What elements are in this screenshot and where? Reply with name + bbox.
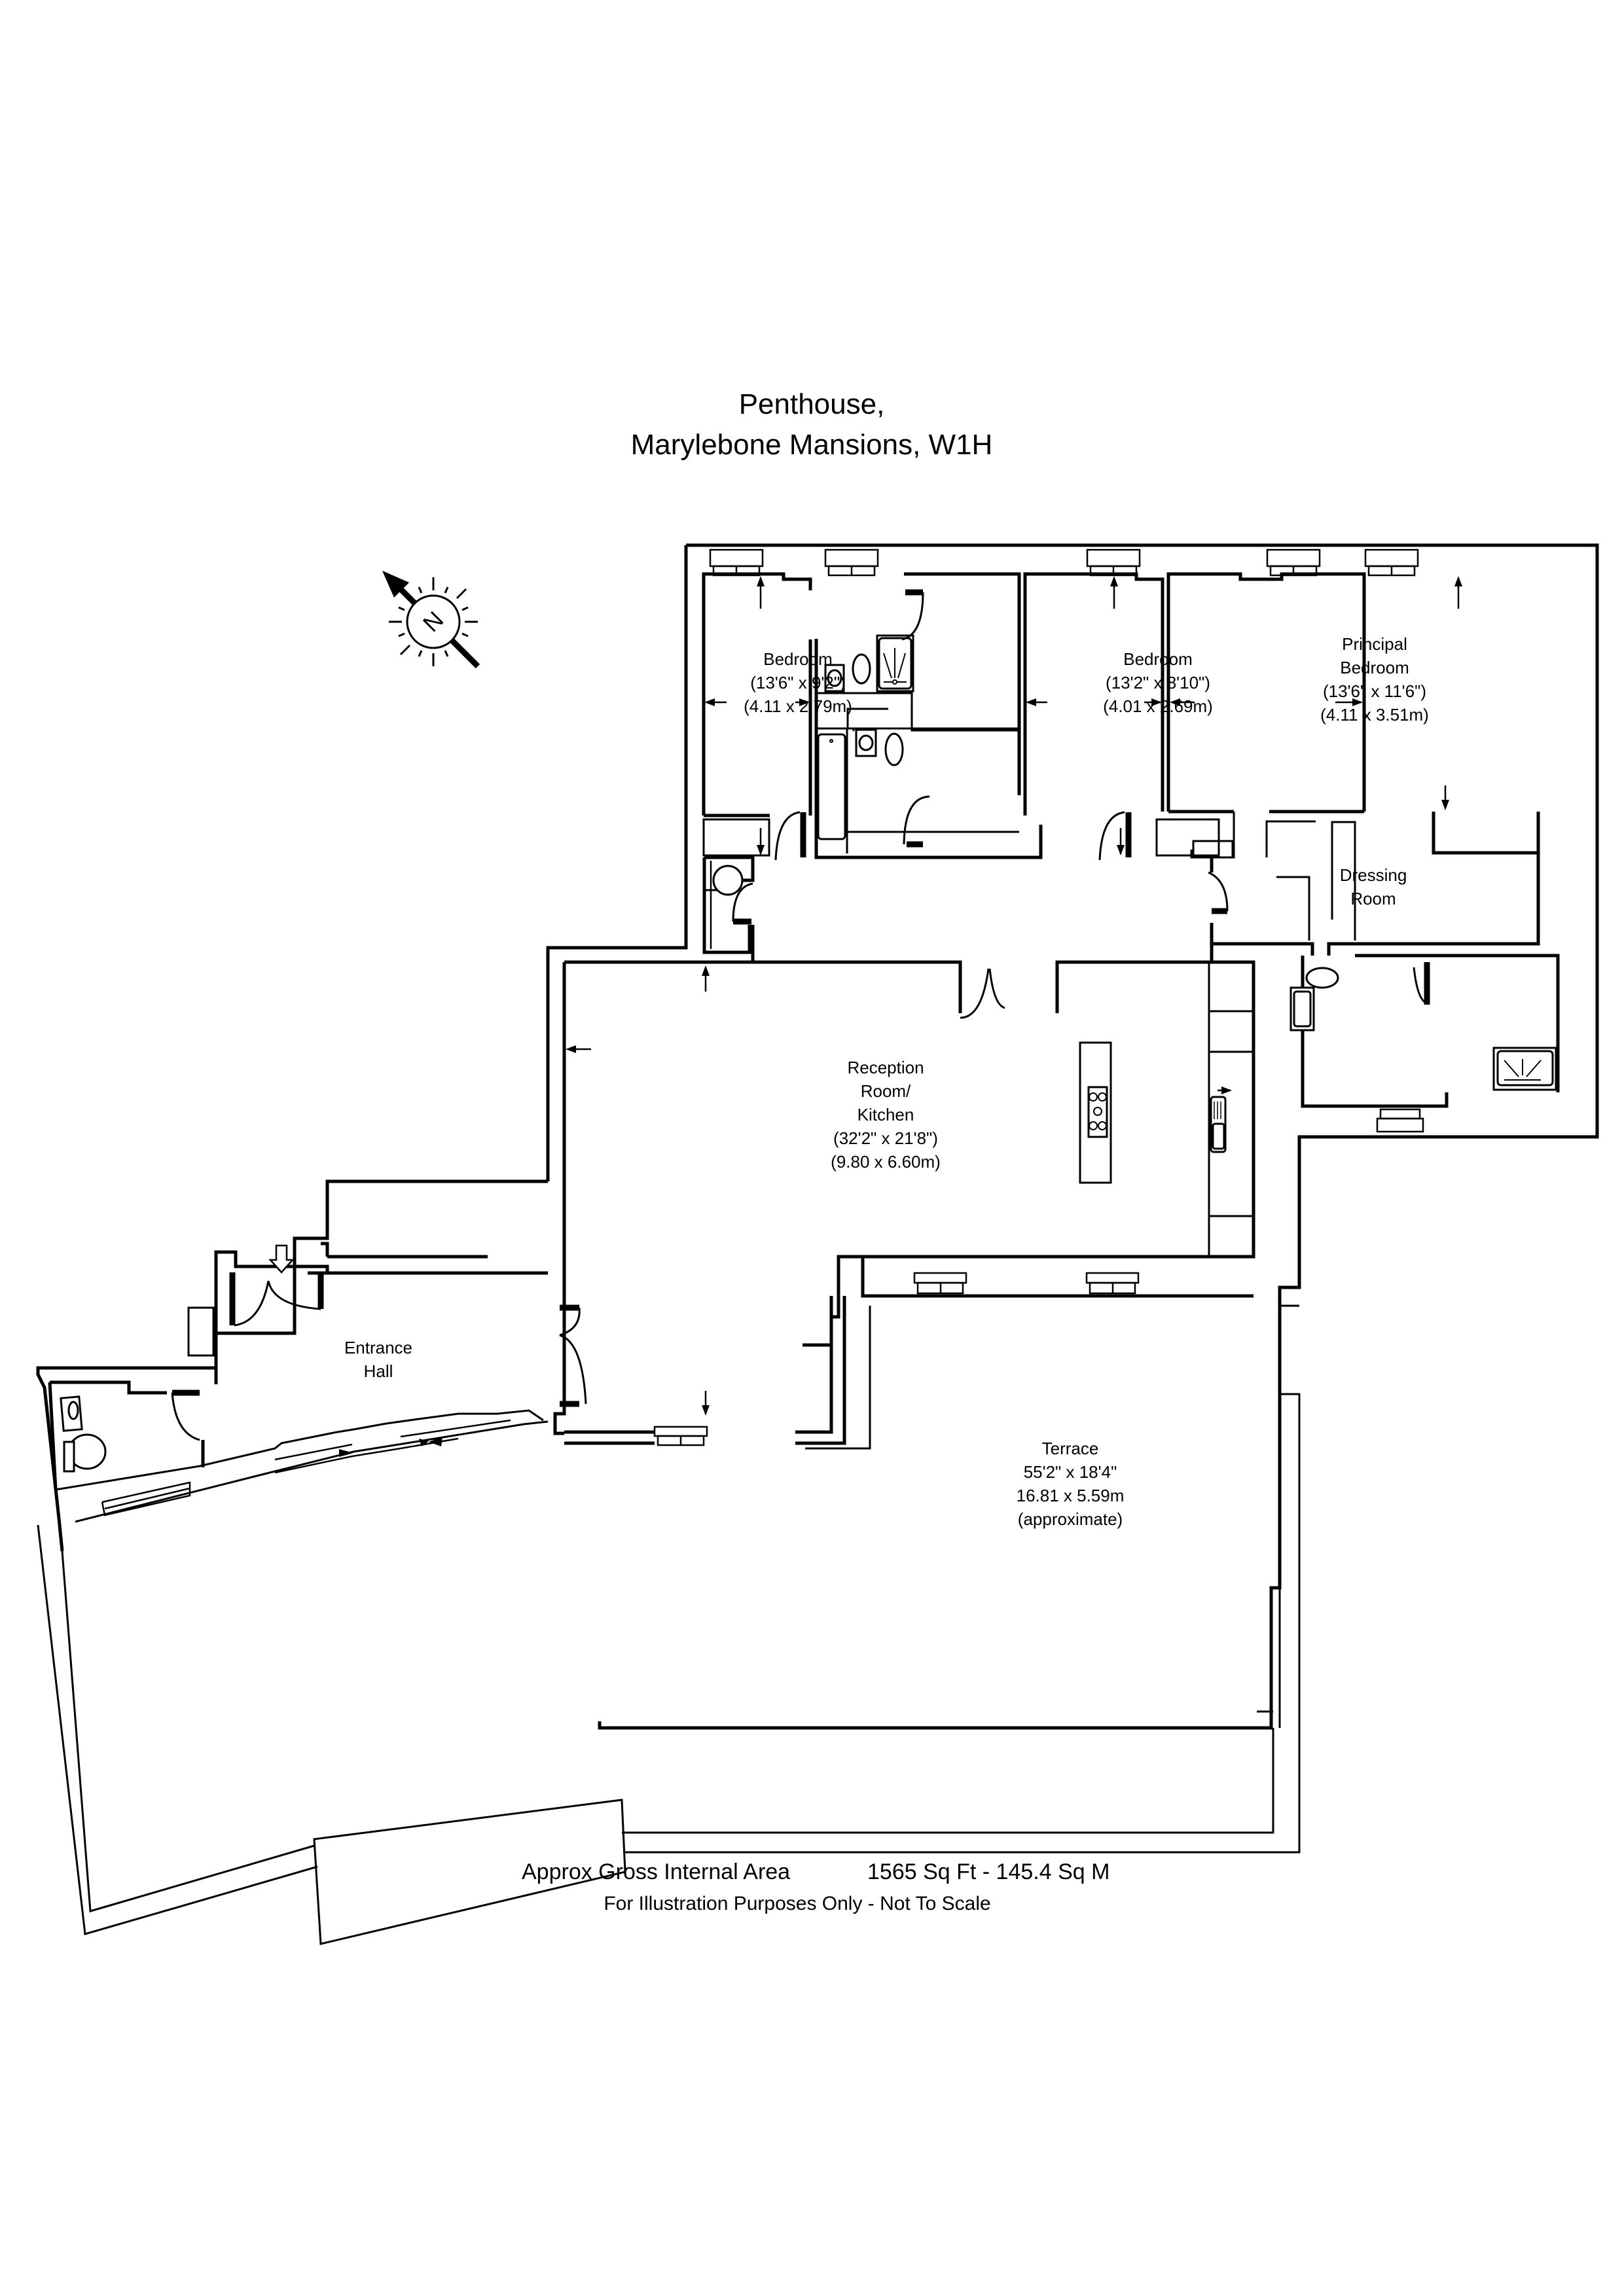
room-name-2: Hall <box>364 1361 393 1381</box>
label-reception: Reception Room/ Kitchen (32'2" x 21'8") … <box>831 1058 941 1172</box>
room-metric: (9.80 x 6.60m) <box>831 1152 941 1172</box>
room-metric: (4.01 x 2.69m) <box>1103 696 1213 716</box>
room-name-2: Room/ <box>861 1081 911 1101</box>
terrace-outline <box>37 1304 1301 1945</box>
entrance-arrow-icon <box>268 1244 295 1274</box>
title-line-1: Penthouse, <box>739 388 885 420</box>
room-imperial: (13'2" x 8'10") <box>1106 673 1210 692</box>
toilet-icon <box>852 653 871 685</box>
double-door-reception <box>960 968 1005 1019</box>
area-value: 1565 Sq Ft - 145.4 Sq M <box>867 1859 1110 1884</box>
label-bedroom-middle: Bedroom (13'2" x 8'10") (4.01 x 2.69m) <box>1103 649 1213 716</box>
room-name: Terrace <box>1042 1439 1099 1458</box>
area-label: Approx Gross Internal Area <box>522 1859 790 1884</box>
room-note: (approximate) <box>1018 1509 1123 1529</box>
room-metric: (4.11 x 2.79m) <box>744 696 852 716</box>
label-bedroom-left: Bedroom (13'6" x 9'2") (4.11 x 2.79m) <box>744 649 852 716</box>
room-metric: 16.81 x 5.59m <box>1017 1486 1125 1505</box>
wardrobes <box>702 812 1356 941</box>
windows-top <box>709 548 1419 577</box>
room-name-1: Dressing <box>1340 865 1407 885</box>
bathtub-icon <box>817 733 846 840</box>
en-suite-bathroom <box>817 634 914 840</box>
room-imperial: 55'2" x 18'4" <box>1024 1462 1117 1482</box>
room-name: Bedroom <box>1123 649 1193 669</box>
washing-machine-icon <box>712 865 744 896</box>
title-line-2: Marylebone Mansions, W1H <box>631 429 993 461</box>
label-entrance-hall: Entrance Hall <box>344 1338 412 1381</box>
north-arrow-icon: N <box>382 571 480 669</box>
label-terrace: Terrace 55'2" x 18'4" 16.81 x 5.59m (app… <box>1017 1439 1125 1529</box>
room-name-3: Kitchen <box>857 1105 914 1124</box>
dimension-arrows <box>566 576 1462 1416</box>
room-name-1: Entrance <box>344 1338 412 1357</box>
room-imperial: (32'2" x 21'8") <box>833 1128 938 1148</box>
room-imperial: (13'6" x 9'2") <box>750 673 845 692</box>
reception-room-walls <box>553 960 1255 1446</box>
label-dressing-room: Dressing Room <box>1340 865 1407 908</box>
room-name-2: Bedroom <box>1340 658 1409 677</box>
disclaimer: For Illustration Purposes Only - Not To … <box>604 1893 990 1914</box>
room-name-2: Room <box>1350 889 1396 908</box>
room-imperial: (13'6" x 11'6") <box>1323 681 1426 701</box>
toilet-icon <box>1305 967 1339 989</box>
label-principal-bedroom: Principal Bedroom (13'6" x 11'6") (4.11 … <box>1320 634 1429 725</box>
doors-bedrooms <box>774 589 1132 861</box>
room-metric: (4.11 x 3.51m) <box>1320 705 1429 725</box>
room-name: Bedroom <box>763 649 833 669</box>
bedroom-walls <box>702 572 1366 859</box>
entrance-hall-walls <box>48 1242 549 1523</box>
room-name-1: Reception <box>847 1058 924 1077</box>
principal-ensuite <box>1290 954 1560 1133</box>
room-name-1: Principal <box>1342 634 1407 654</box>
toilet-icon <box>884 732 904 766</box>
